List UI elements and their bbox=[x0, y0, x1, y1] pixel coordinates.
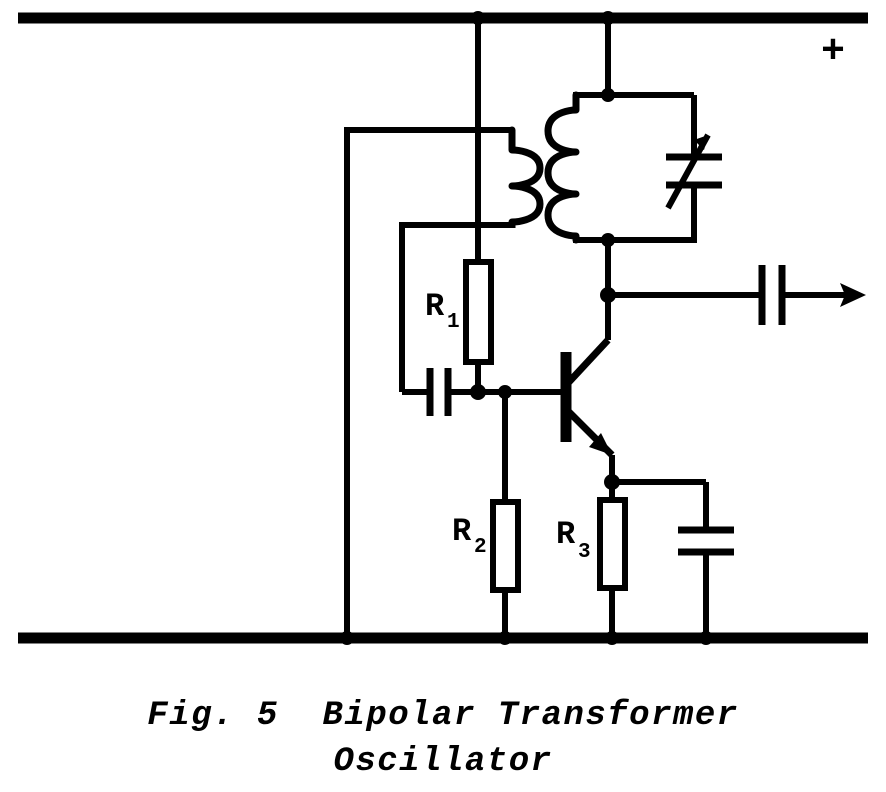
transformer-primary-winding bbox=[544, 91, 580, 244]
caption-line-2: Oscillator bbox=[333, 743, 553, 781]
plus-sign-label: + bbox=[821, 30, 845, 75]
label-r1: R 1 bbox=[425, 288, 460, 334]
feedback-return-wire bbox=[340, 127, 512, 645]
npn-transistor-q1 bbox=[560, 287, 616, 482]
base-node-wiring bbox=[470, 384, 563, 502]
label-r3-subscript: 3 bbox=[578, 541, 591, 564]
label-r2-subscript: 2 bbox=[474, 536, 487, 559]
caption-line-1: Fig. 5 Bipolar Transformer bbox=[147, 697, 739, 735]
emitter-bypass-capacitor bbox=[678, 482, 734, 645]
emitter-node-wiring bbox=[604, 474, 706, 490]
output-branch bbox=[608, 265, 866, 325]
feedback-coupling-capacitor bbox=[402, 368, 481, 416]
resistor-r3 bbox=[597, 482, 628, 645]
variable-capacitor bbox=[665, 133, 722, 210]
resistor-r2 bbox=[490, 499, 521, 645]
output-arrow-head bbox=[840, 283, 866, 307]
positive-supply-label: + bbox=[821, 30, 845, 75]
label-r2-letter: R bbox=[452, 513, 472, 550]
transformer-secondary-winding bbox=[399, 126, 544, 392]
resistor-r1 bbox=[463, 259, 494, 392]
label-r2: R 2 bbox=[452, 513, 487, 559]
label-r1-letter: R bbox=[425, 288, 445, 325]
label-r3: R 3 bbox=[556, 516, 591, 564]
label-r3-letter: R bbox=[556, 516, 576, 553]
tank-circuit-loop bbox=[573, 11, 697, 298]
label-r1-subscript: 1 bbox=[447, 311, 460, 334]
figure-caption: Fig. 5 Bipolar Transformer Oscillator bbox=[0, 693, 886, 785]
r1-supply-drop bbox=[471, 11, 485, 262]
